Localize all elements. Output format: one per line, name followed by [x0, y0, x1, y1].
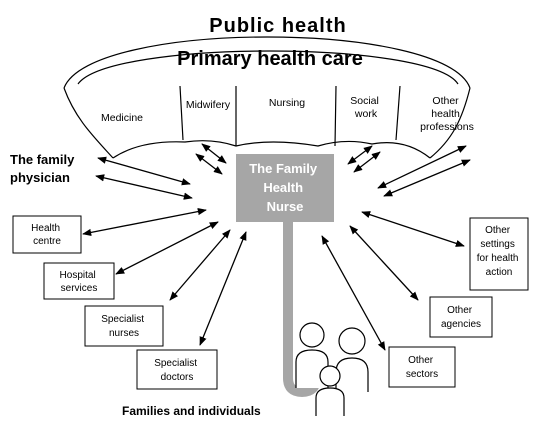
box-hospital-services: Hospital services: [43, 262, 115, 300]
specialist-doctors-line-1: Specialist: [154, 358, 197, 369]
other-settings-line-2: settings: [480, 239, 514, 250]
person-adult-right-body: [335, 357, 369, 392]
umbrella: [63, 36, 471, 159]
umbrella-outer-top: [63, 36, 471, 89]
family-health-nurse-box: [236, 154, 334, 222]
box-other-settings-frame: [469, 217, 529, 291]
family-physician-line-2: physician: [10, 170, 70, 185]
section-midwifery: Midwifery: [186, 99, 231, 111]
arrow-social-work-nurse-2: [353, 151, 381, 173]
primary-health-care-title: Primary health care: [177, 48, 363, 70]
person-adult-left-head: [299, 322, 325, 348]
box-other-settings: Other settings for health action: [469, 217, 529, 291]
box-specialist-nurses-text: Specialist nurses: [101, 314, 147, 339]
box-specialist-doctors-frame: [136, 349, 218, 390]
box-other-agencies-frame: [429, 296, 493, 338]
box-health-centre-text: Health centre: [31, 223, 63, 247]
box-specialist-nurses: Specialist nurses: [84, 305, 164, 347]
arrow-other-settings-nurse: [361, 211, 465, 247]
umbrella-inner-band: [77, 50, 459, 85]
other-agencies-line-1: Other: [447, 305, 473, 316]
section-medicine: Medicine: [101, 112, 143, 124]
section-other-line-1: Other: [432, 95, 459, 107]
person-child-head: [319, 365, 341, 387]
section-social-work-line-1: Social: [350, 95, 379, 107]
health-centre-line-1: Health: [31, 223, 60, 234]
specialist-nurses-line-2: nurses: [109, 328, 139, 339]
arrows: [82, 143, 471, 351]
umbrella-dividers: [179, 85, 401, 147]
box-hospital-services-frame: [43, 262, 115, 300]
family-health-nurse-label: The Family Health Nurse: [249, 161, 321, 214]
other-agencies-line-2: agencies: [441, 319, 481, 330]
section-other-health-professions: Other health professions: [420, 95, 474, 133]
arrow-specialist-doctors-nurse: [199, 231, 247, 346]
arrow-midwifery-nurse-2: [195, 153, 223, 175]
arrow-hospital-nurse: [115, 221, 219, 275]
hospital-services-line-1: Hospital: [60, 270, 96, 281]
box-hospital-services-text: Hospital services: [60, 270, 99, 294]
arrow-other-sectors-nurse: [321, 235, 386, 351]
umbrella-scallop-edge: [112, 140, 431, 159]
box-specialist-doctors: Specialist doctors: [136, 349, 218, 390]
arrow-other-professions-nurse-2: [383, 159, 471, 197]
center-line-3: Nurse: [267, 199, 304, 214]
arrow-other-agencies-nurse: [349, 225, 419, 301]
other-settings-line-1: Other: [485, 225, 511, 236]
other-sectors-line-2: sectors: [406, 369, 438, 380]
family-people-icon: [295, 322, 369, 416]
section-social-work-line-2: work: [354, 108, 378, 120]
arrow-health-centre-nurse: [82, 207, 207, 237]
center-line-2: Health: [263, 180, 303, 195]
box-other-sectors: Other sectors: [388, 346, 456, 388]
hospital-services-line-2: services: [61, 283, 98, 294]
person-adult-right-head: [338, 327, 366, 355]
box-health-centre: Health centre: [12, 215, 82, 254]
specialist-doctors-line-2: doctors: [161, 372, 194, 383]
box-other-sectors-text: Other sectors: [406, 355, 438, 380]
section-social-work: Social work: [350, 95, 382, 120]
specialist-nurses-line-1: Specialist: [101, 314, 144, 325]
box-other-agencies: Other agencies: [429, 296, 493, 338]
section-nursing: Nursing: [269, 97, 305, 109]
other-settings-line-3: for health: [477, 253, 519, 264]
arrow-specialist-nurses-nurse: [169, 229, 231, 301]
other-settings-line-4: action: [486, 267, 513, 278]
box-other-sectors-frame: [388, 346, 456, 388]
arrow-physician-nurse-2: [95, 174, 193, 200]
center-line-1: The Family: [249, 161, 318, 176]
box-health-centre-frame: [12, 215, 82, 254]
section-other-line-3: professions: [420, 121, 474, 133]
public-health-title: Public health: [209, 15, 346, 37]
box-specialist-doctors-text: Specialist doctors: [154, 358, 200, 383]
family-physician-label: The family physician: [10, 152, 78, 185]
box-specialist-nurses-frame: [84, 305, 164, 347]
section-other-line-2: health: [431, 108, 460, 120]
health-centre-line-2: centre: [33, 236, 61, 247]
box-other-settings-text: Other settings for health action: [477, 225, 521, 278]
person-child-body: [315, 387, 345, 416]
box-other-agencies-text: Other agencies: [441, 305, 481, 330]
other-sectors-line-1: Other: [408, 355, 434, 366]
arrow-midwifery-nurse: [201, 143, 227, 164]
families-and-individuals-label: Families and individuals: [122, 404, 261, 418]
family-physician-line-1: The family: [10, 152, 75, 167]
